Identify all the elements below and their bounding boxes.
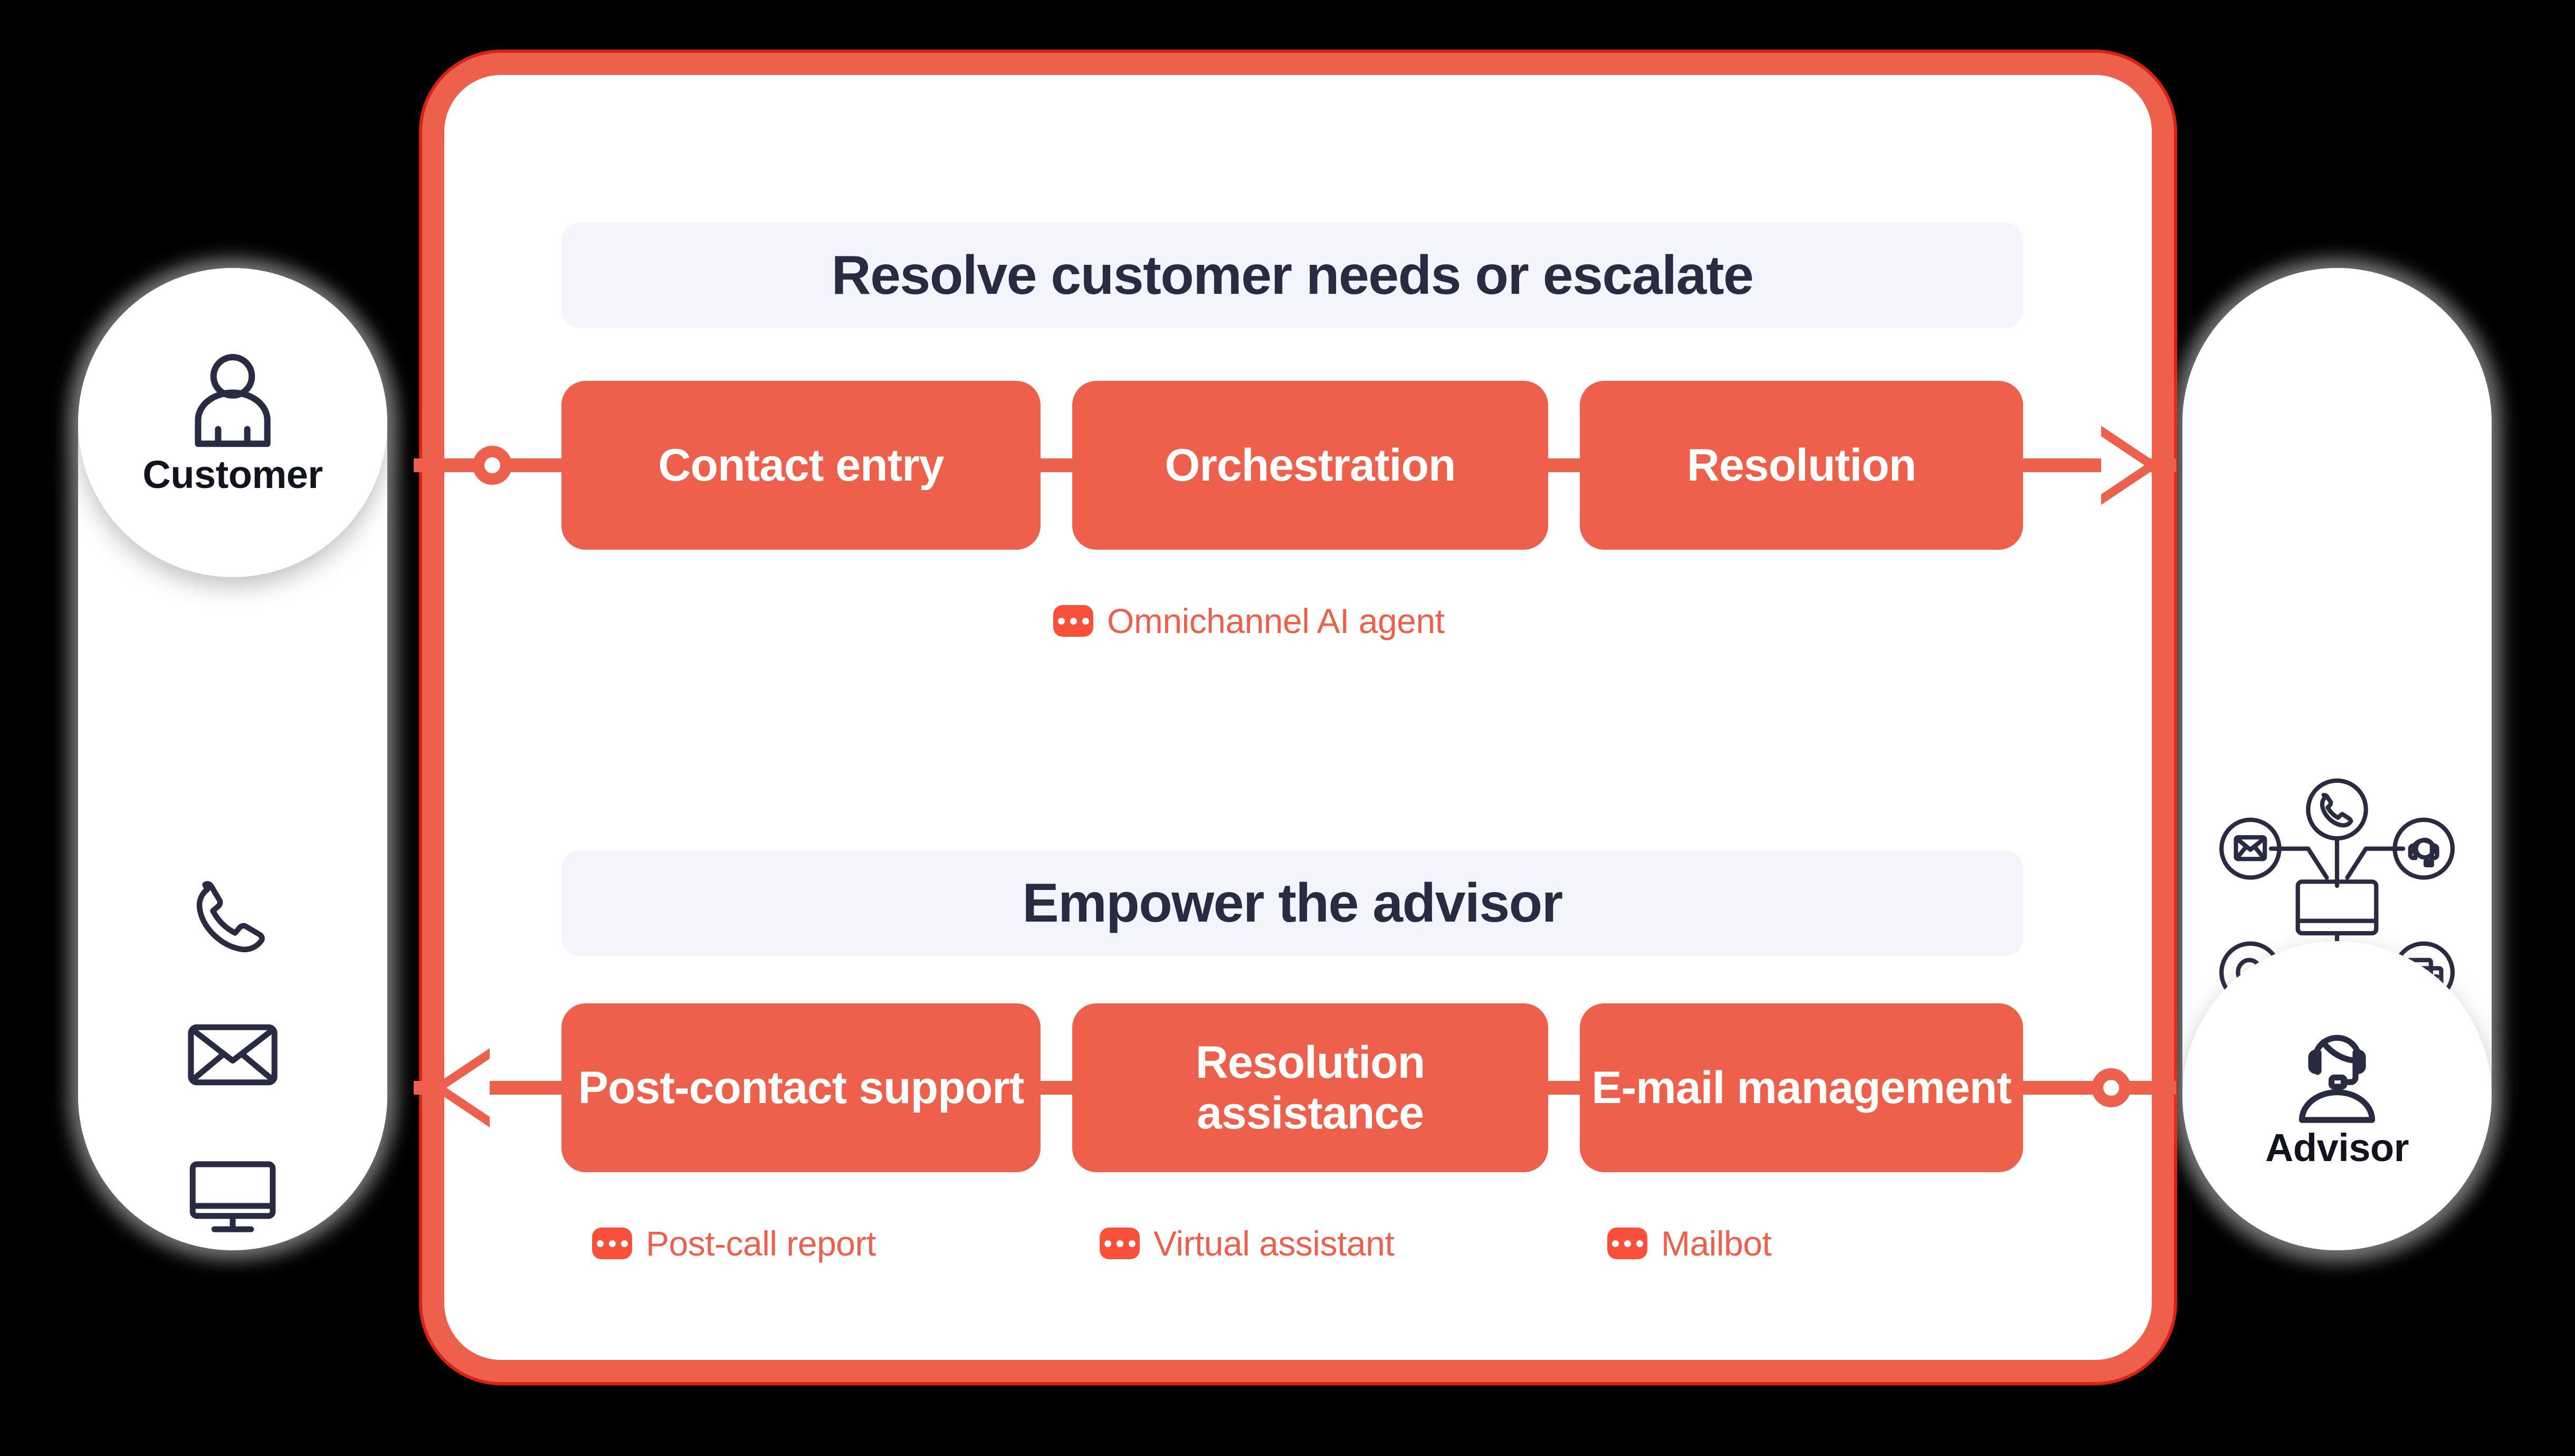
process-board: Resolve customer needs or escalate Conta…: [414, 53, 2176, 1382]
chat-dots-icon: [1100, 1228, 1140, 1259]
headset-agent-icon: [2282, 1024, 2392, 1124]
badge-virtual-assistant: Virtual assistant: [1100, 1224, 1395, 1263]
badge-row-resolve: Omnichannel AI agent: [561, 604, 2023, 662]
stage-contact-entry[interactable]: Contact entry: [561, 381, 1041, 550]
stage-row-empower: Post-contact support Resolution assistan…: [414, 1003, 2176, 1172]
customer-pill: Customer: [78, 268, 387, 1250]
section-banner-empower: Empower the advisor: [561, 850, 2023, 956]
circle-node-start: [473, 446, 512, 485]
advisor-avatar: Advisor: [2182, 941, 2492, 1250]
stage-post-contact-support[interactable]: Post-contact support: [561, 1003, 1041, 1172]
stage-email-management[interactable]: E-mail management: [1580, 1003, 2023, 1172]
stage-link: [1041, 1081, 1072, 1095]
stage-link: [1548, 1081, 1580, 1095]
advisor-pill-inner: Advisor: [2182, 268, 2492, 1250]
badge-omnichannel-ai-agent: Omnichannel AI agent: [1053, 601, 1445, 640]
stage-link: [1041, 458, 1072, 472]
section-banner-resolve: Resolve customer needs or escalate: [561, 223, 2023, 328]
badge-label: Omnichannel AI agent: [1107, 601, 1445, 640]
customer-label: Customer: [142, 453, 323, 496]
badge-post-call-report: Post-call report: [592, 1226, 876, 1261]
badge-label: Post-call report: [646, 1224, 876, 1263]
stage-link: [1548, 458, 1580, 472]
stage-row-resolve: Contact entry Orchestration Resolution: [414, 381, 2176, 550]
banner-title: Resolve customer needs or escalate: [831, 245, 1754, 306]
advisor-label: Advisor: [2265, 1126, 2409, 1170]
monitor-icon: [183, 1154, 283, 1233]
chat-dots-icon: [1607, 1228, 1647, 1259]
chat-dots-icon: [1053, 605, 1093, 637]
arrow-left-icon: [431, 1048, 490, 1127]
stage-resolution[interactable]: Resolution: [1580, 381, 2023, 550]
badge-label: Virtual assistant: [1153, 1224, 1395, 1263]
chat-dots-icon: [592, 1228, 632, 1259]
customer-avatar: Customer: [78, 268, 387, 577]
envelope-icon: [183, 1017, 283, 1096]
banner-title: Empower the advisor: [1022, 873, 1563, 934]
badge-row-empower: Post-call report Virtual assistant Mailb…: [561, 1226, 2023, 1284]
stage-resolution-assistance[interactable]: Resolution assistance: [1072, 1003, 1548, 1172]
badge-mailbot: Mailbot: [1607, 1224, 1772, 1263]
customer-pill-inner: Customer: [78, 268, 387, 1250]
person-icon: [177, 351, 288, 451]
customer-channel-list: [78, 880, 387, 1233]
circle-node-start: [2092, 1068, 2131, 1107]
badge-label: Mailbot: [1661, 1224, 1772, 1263]
advisor-pill: Advisor: [2182, 268, 2492, 1250]
stage-orchestration[interactable]: Orchestration: [1072, 381, 1548, 550]
phone-icon: [183, 880, 283, 959]
arrow-right-icon: [2101, 426, 2160, 505]
